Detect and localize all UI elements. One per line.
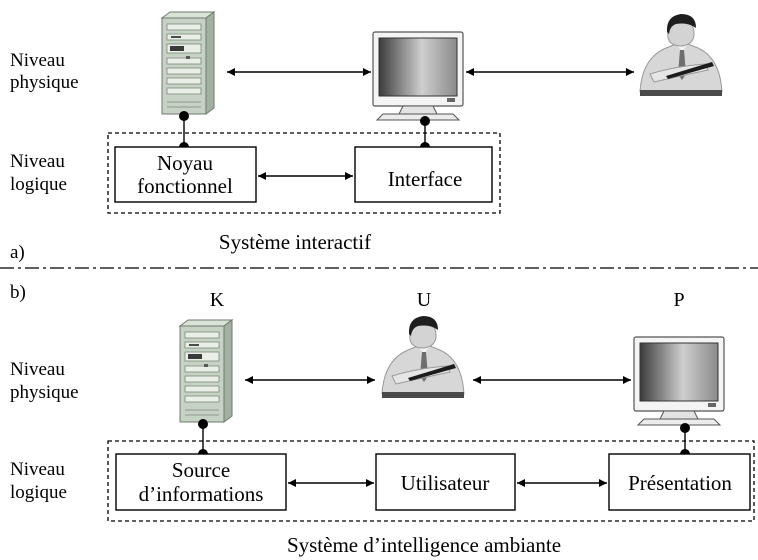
level-logical-label-a: Niveau — [10, 151, 65, 172]
level-logical-label-a-2: logique — [10, 174, 67, 195]
monitor-icon — [633, 336, 725, 426]
computer-tower-icon — [179, 319, 233, 423]
box-core-label-1: Noyau — [157, 151, 213, 175]
connector-dot — [179, 111, 189, 121]
level-physical-label-b-2: physique — [10, 382, 79, 403]
box-user-label: Utilisateur — [401, 471, 490, 495]
letter-p: P — [673, 289, 684, 311]
computer-tower-icon — [161, 11, 215, 115]
marker-a: a) — [10, 242, 25, 263]
box-core-label-2: fonctionnel — [137, 174, 233, 198]
box-user — [375, 453, 516, 511]
level-logical-label-b-2: logique — [10, 482, 67, 503]
part-b: b) K U P Niveau physique Niveau logique … — [10, 282, 755, 557]
system-boundary-a — [107, 132, 501, 214]
monitor-icon — [372, 31, 464, 121]
connector-dot — [680, 423, 690, 433]
part-a: Niveau physique Niveau logique Noyau fon… — [10, 11, 723, 263]
letter-u: U — [417, 289, 432, 311]
person-user-icon — [381, 315, 465, 399]
level-physical-label-a-2: physique — [10, 72, 79, 93]
connector-dot — [198, 419, 208, 429]
connector-dot — [420, 116, 430, 126]
box-core — [114, 146, 257, 203]
level-logical-label-b: Niveau — [10, 459, 65, 480]
marker-b: b) — [10, 282, 26, 303]
caption-a: Système interactif — [219, 230, 371, 254]
box-source-label-1: Source — [172, 458, 230, 482]
box-presentation — [608, 453, 751, 511]
letter-k: K — [210, 289, 225, 311]
box-presentation-label: Présentation — [628, 471, 732, 495]
box-source-label-2: d’informations — [139, 482, 264, 506]
level-physical-label-b: Niveau — [10, 359, 65, 380]
box-interface — [354, 146, 493, 203]
person-user-icon — [639, 13, 723, 97]
system-boundary-b — [107, 440, 755, 522]
box-interface-label: Interface — [388, 167, 463, 191]
level-physical-label-a: Niveau — [10, 50, 65, 71]
caption-b: Système d’intelligence ambiante — [287, 533, 561, 557]
box-source — [115, 453, 287, 511]
